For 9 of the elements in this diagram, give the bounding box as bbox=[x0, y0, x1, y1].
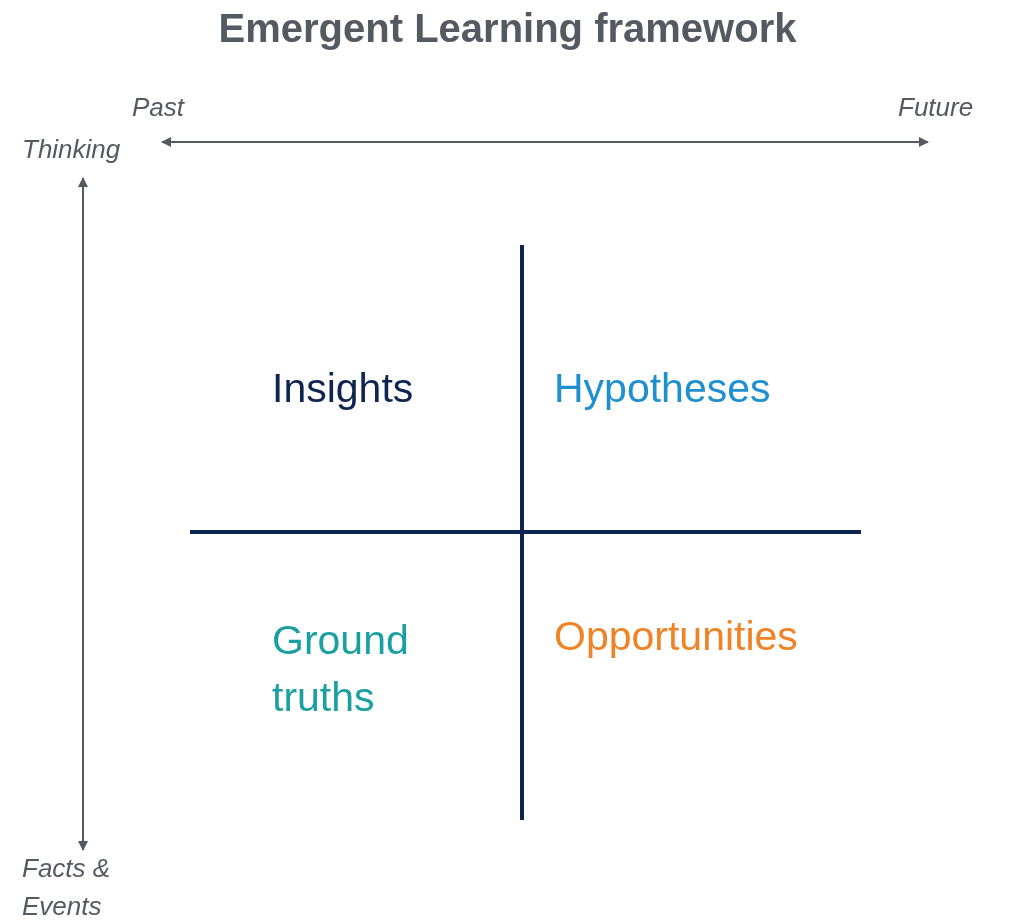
axis-label: Thinking bbox=[22, 134, 121, 166]
quadrant-label: Opportunities bbox=[554, 612, 798, 661]
quadrant-label: Hypotheses bbox=[554, 364, 771, 413]
axis-label: Past bbox=[132, 92, 185, 124]
quadrant-label: Ground truths bbox=[272, 616, 410, 722]
title: Emergent Learning framework bbox=[217, 5, 798, 52]
quadrant-label: Insights bbox=[272, 364, 414, 413]
axis-label: Future bbox=[898, 92, 974, 124]
axis-label: Facts & Events bbox=[22, 852, 112, 920]
